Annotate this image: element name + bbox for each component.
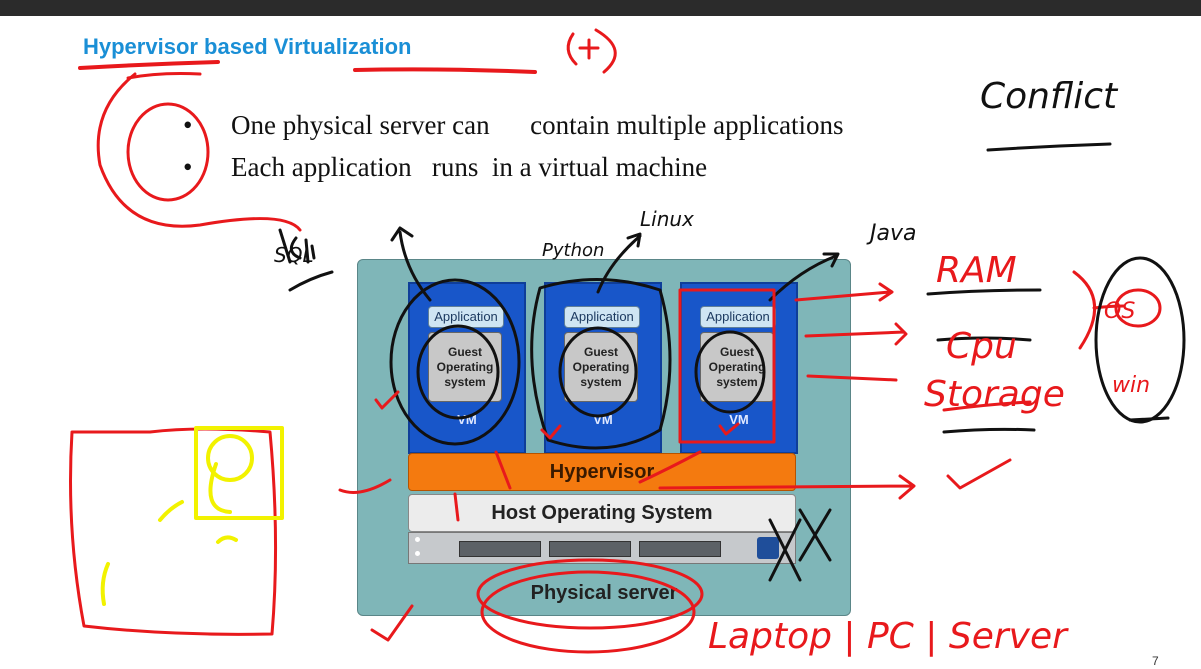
guest-os-box: Guest Operating system: [564, 332, 638, 402]
page-number: 7: [1152, 654, 1159, 668]
bullet-item: •One physical server can contain multipl…: [183, 104, 844, 146]
guest-os-box: Guest Operating system: [700, 332, 774, 402]
vm-box: Application Guest Operating system VM: [544, 282, 662, 454]
slide-title: Hypervisor based Virtualization: [83, 34, 412, 59]
guest-os-line: Guest: [719, 345, 754, 359]
vm-label: VM: [729, 412, 749, 427]
vm-box: Application Guest Operating system VM: [680, 282, 798, 454]
led-icon: [415, 537, 420, 542]
annotation-win: win: [1112, 373, 1150, 398]
annotation-conflict: Conflict: [980, 76, 1119, 117]
bullet-text: One physical server can contain multiple…: [231, 110, 844, 140]
drive-slot: [459, 541, 541, 557]
vm-label: VM: [593, 412, 613, 427]
power-button-icon: [757, 537, 779, 559]
guest-os-line: Guest: [583, 345, 618, 359]
annotation-os: OS: [1104, 299, 1135, 324]
guest-os-box: Guest Operating system: [428, 332, 502, 402]
host-os-layer: Host Operating System: [408, 494, 796, 532]
application-label: Application: [428, 306, 504, 328]
server-rack: [408, 532, 796, 564]
guest-os-line: Guest: [447, 345, 482, 359]
annotation-ram: RAM: [936, 250, 1017, 291]
guest-os-line: system: [580, 375, 622, 389]
physical-server-label: Physical server: [530, 582, 678, 604]
guest-os-line: Operating: [572, 360, 630, 374]
vm-label: VM: [457, 412, 477, 427]
application-label: Application: [700, 306, 776, 328]
virtualization-diagram: Application Guest Operating system VM Ap…: [357, 259, 851, 616]
guest-os-line: system: [716, 375, 758, 389]
annotation-storage: Storage: [924, 374, 1065, 415]
guest-os-line: Operating: [708, 360, 766, 374]
top-bar: [0, 0, 1201, 16]
hypervisor-layer: Hypervisor: [408, 453, 796, 491]
led-icon: [415, 551, 420, 556]
guest-os-line: Operating: [436, 360, 494, 374]
annotation-java: Java: [866, 221, 916, 246]
annotation-laptop: Laptop | PC | Server: [708, 616, 1069, 657]
bullet-text: Each application runs in a virtual machi…: [231, 152, 708, 182]
annotation-cpu: Cpu: [946, 326, 1017, 367]
drive-slot: [549, 541, 631, 557]
bullet-list: •One physical server can contain multipl…: [183, 104, 844, 188]
guest-os-line: system: [444, 375, 486, 389]
annotation-linux: Linux: [640, 207, 694, 231]
application-label: Application: [564, 306, 640, 328]
annotation-sql: SQL: [274, 243, 314, 267]
annotation-python: Python: [542, 240, 604, 261]
vm-box: Application Guest Operating system VM: [408, 282, 526, 454]
bullet-item: •Each application runs in a virtual mach…: [183, 146, 844, 188]
drive-slot: [639, 541, 721, 557]
